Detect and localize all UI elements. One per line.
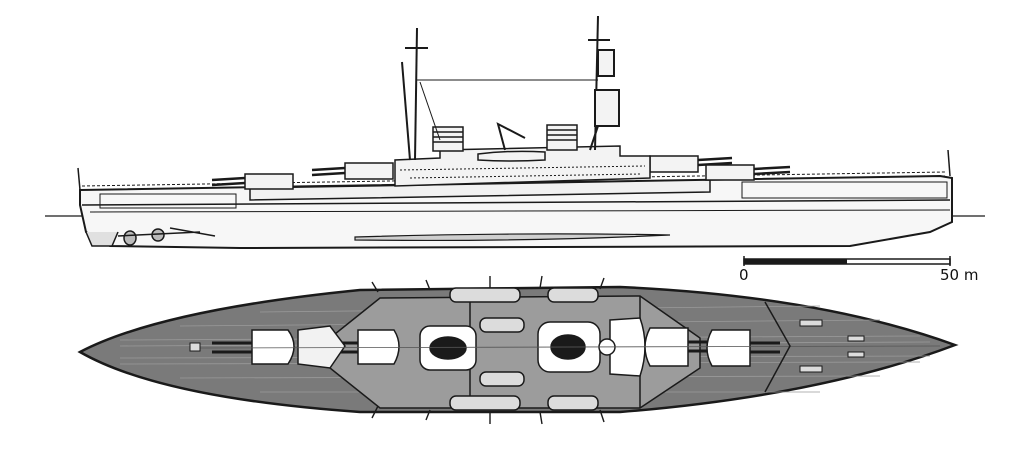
bow-fittings bbox=[799, 319, 865, 373]
deck-centerline bbox=[199, 345, 941, 349]
boats bbox=[477, 150, 546, 162]
aerial-lead bbox=[419, 81, 441, 141]
fore-mast bbox=[588, 15, 620, 151]
portholes-forward-panel bbox=[741, 181, 948, 199]
scale-bar-end-label: 50 m bbox=[940, 266, 979, 284]
secondary-guns bbox=[371, 275, 605, 425]
jack-staff bbox=[947, 149, 951, 177]
boat-crane bbox=[496, 122, 526, 151]
main-mast bbox=[401, 27, 428, 161]
scale-bar-start-label: 0 bbox=[739, 266, 749, 284]
deck-plan-view bbox=[77, 275, 959, 425]
funnel-aft bbox=[432, 126, 464, 152]
hull-belt-line bbox=[81, 199, 951, 206]
stern-flagstaff bbox=[77, 167, 81, 191]
funnel-aft-plan bbox=[419, 325, 477, 371]
turret-fwd-1 bbox=[649, 155, 733, 173]
stern-hatch bbox=[189, 342, 201, 352]
portholes-aft bbox=[99, 193, 237, 209]
hull-bilge-line bbox=[89, 209, 951, 213]
turret-aft-2 bbox=[311, 162, 394, 180]
bilge-keel bbox=[354, 233, 671, 242]
turret-aft-1-plan bbox=[212, 329, 295, 365]
turret-fwd-2-plan bbox=[706, 329, 780, 367]
scale-bar bbox=[743, 256, 951, 266]
side-elevation-view bbox=[45, 15, 985, 250]
battery-deck bbox=[249, 179, 711, 201]
stern-gear bbox=[85, 227, 216, 247]
turret-aft-1 bbox=[211, 173, 294, 190]
aft-deckhouse bbox=[297, 325, 346, 369]
boats-plan bbox=[449, 287, 599, 411]
turret-fwd-2 bbox=[705, 164, 791, 181]
breakwater bbox=[764, 301, 791, 393]
funnel-fwd bbox=[546, 124, 578, 151]
